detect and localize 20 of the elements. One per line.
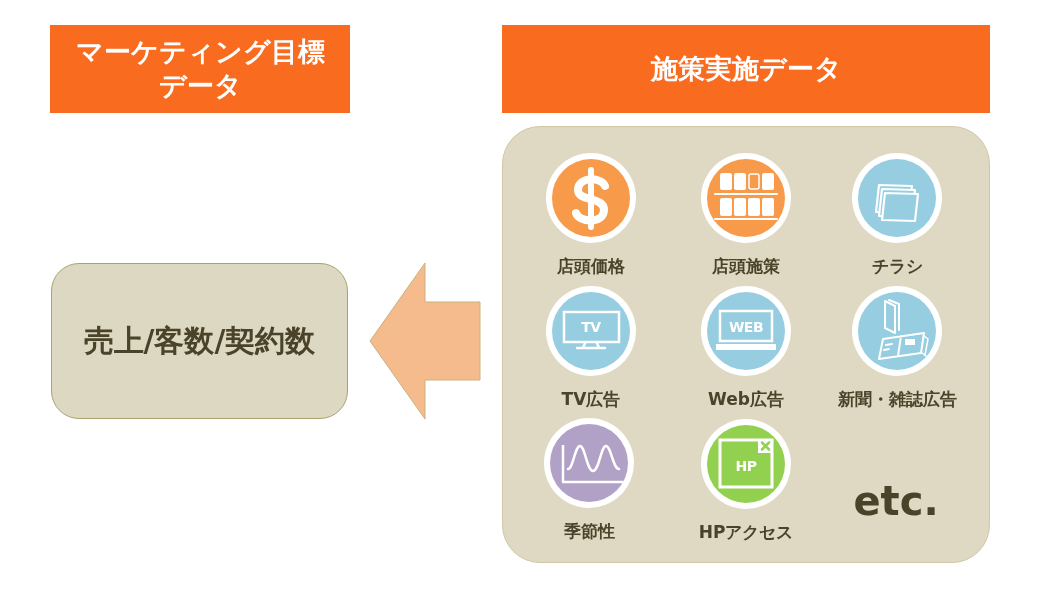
- block-arrow: [369, 262, 481, 420]
- icon-caption: Web広告: [708, 389, 784, 409]
- icon-caption: 店頭価格: [557, 256, 625, 276]
- rounded-box: [51, 263, 348, 419]
- icon-caption: 季節性: [563, 521, 615, 541]
- etc-text: etc.: [853, 480, 939, 522]
- icon-caption: 新聞・雑誌広告: [837, 389, 957, 409]
- rounded-panel: [502, 126, 990, 563]
- icon-caption: 店頭施策: [712, 256, 780, 276]
- screen-text: WEB: [728, 319, 764, 335]
- icon-caption: チラシ: [871, 256, 923, 276]
- icon-caption: TV広告: [561, 389, 621, 409]
- header-banner: [502, 25, 990, 113]
- window-text: HP: [735, 458, 757, 474]
- header-banner: [50, 25, 350, 113]
- icon-caption: HPアクセス: [698, 522, 794, 542]
- screen-text: TV: [581, 319, 601, 335]
- header-title: 施策実施データ: [650, 52, 842, 86]
- header-title: マーケティング目標データ: [74, 35, 326, 103]
- box-title: 売上/客数/契約数: [83, 323, 316, 359]
